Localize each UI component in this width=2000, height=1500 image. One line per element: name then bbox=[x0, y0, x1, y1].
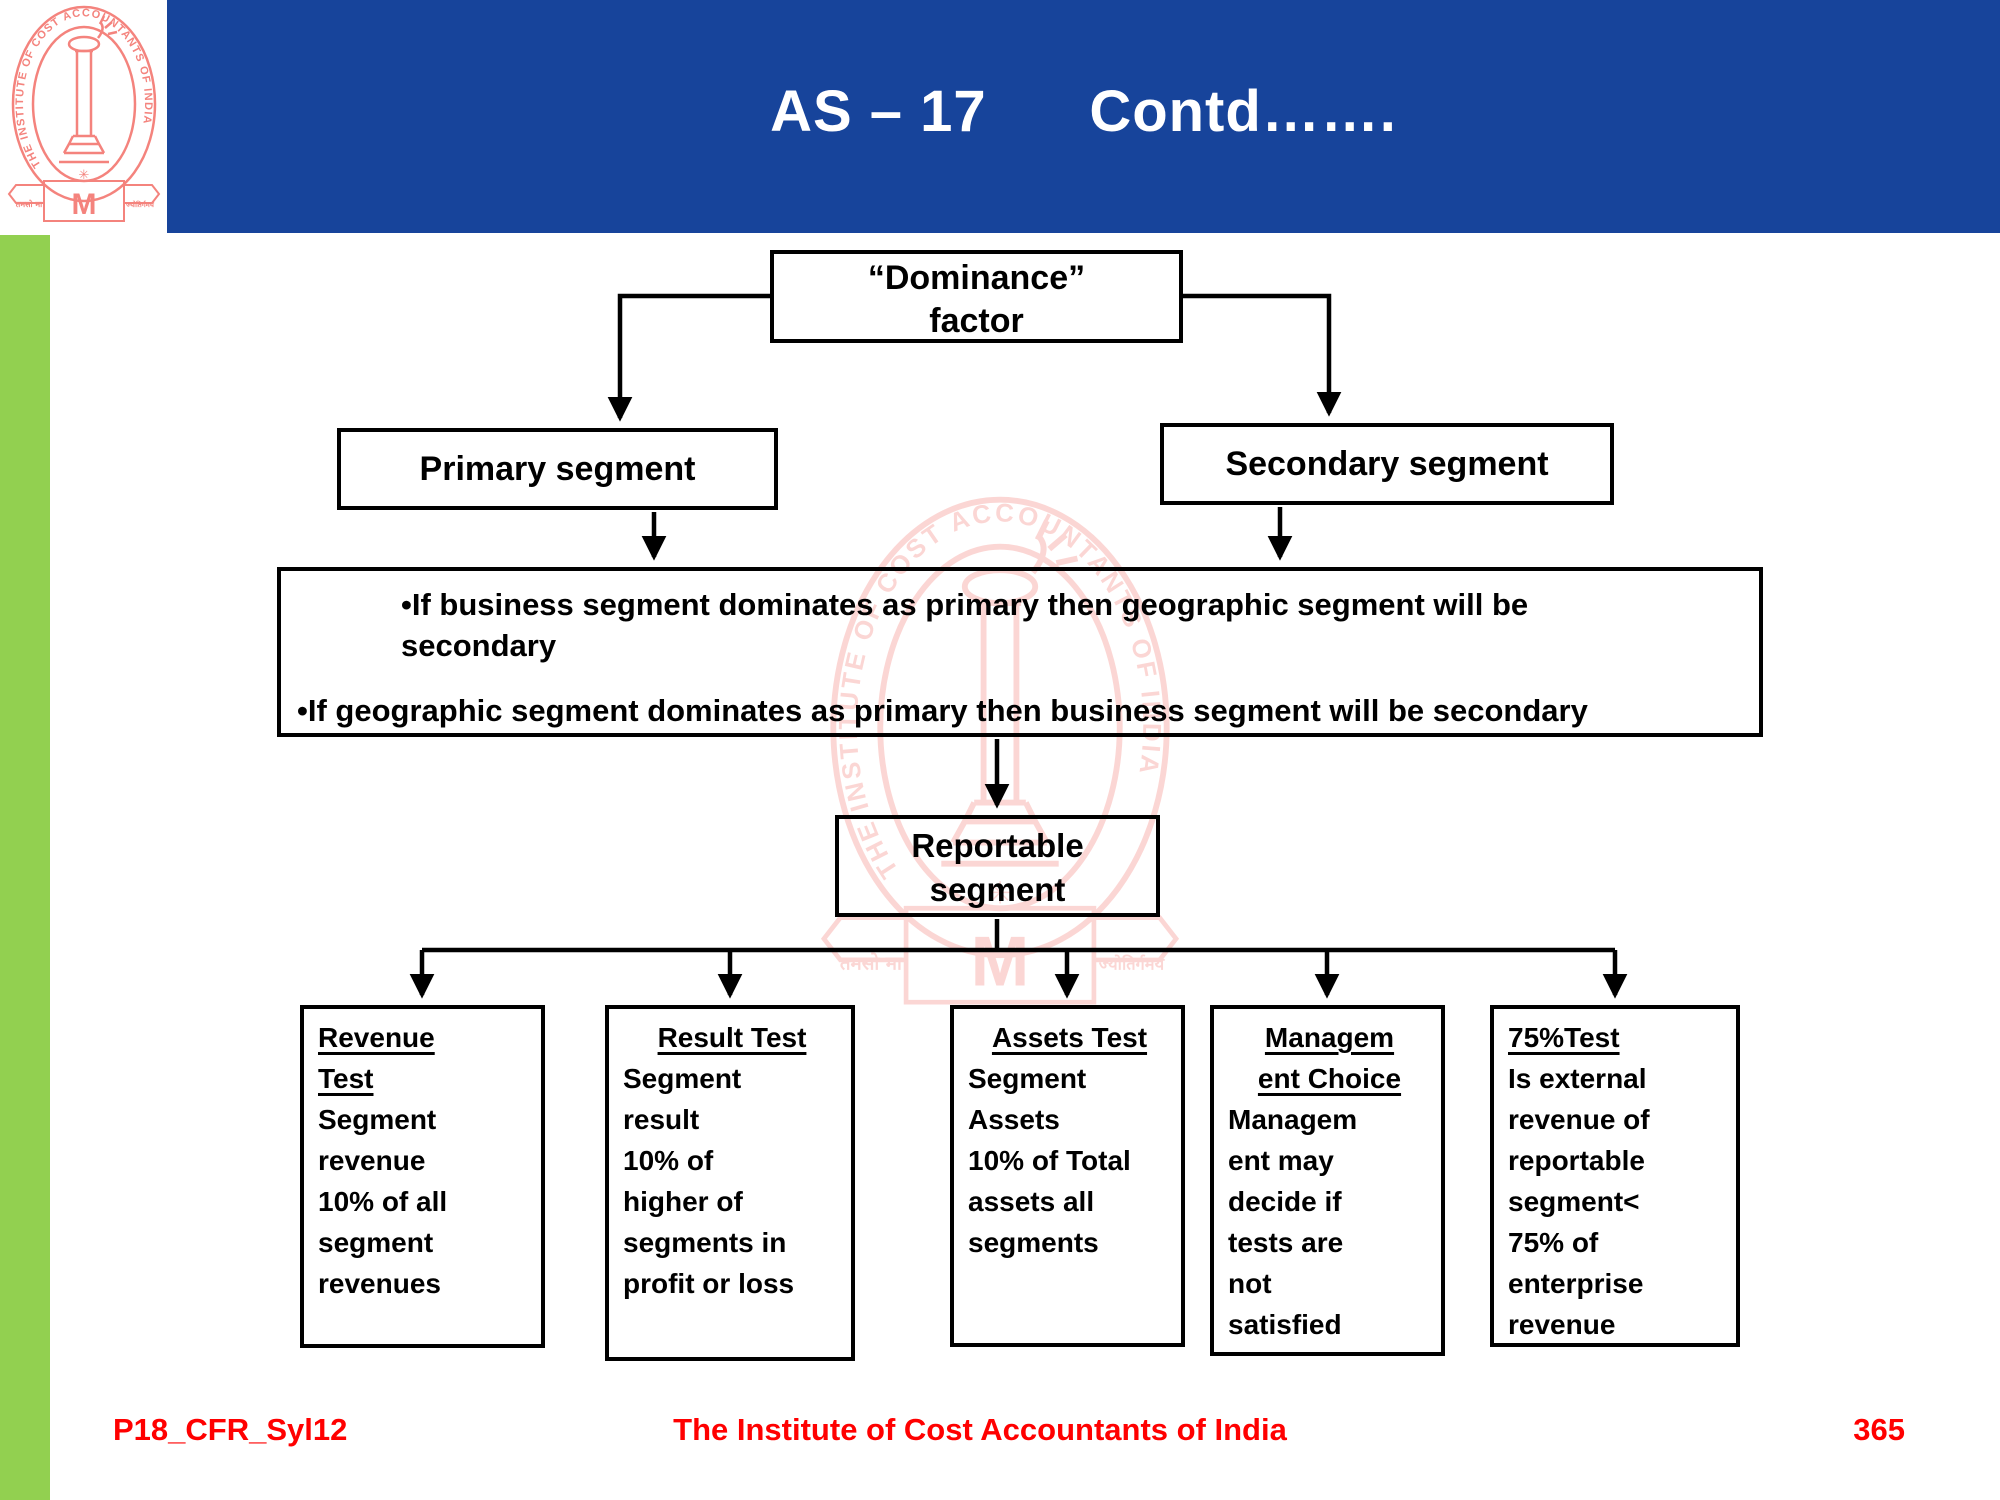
connector-dominance-to-primary bbox=[607, 293, 770, 422]
assets-test-title: Assets Test bbox=[991, 1022, 1148, 1053]
dominance-rules-box: •If business segment dominates as primar… bbox=[277, 567, 1763, 737]
management-choice-body: Managem ent may decide if tests are not … bbox=[1228, 1104, 1358, 1340]
secondary-segment-label: Secondary segment bbox=[1225, 444, 1549, 483]
watermark-monogram: M bbox=[971, 922, 1030, 1001]
page-title: AS – 17 Contd……. bbox=[770, 79, 1397, 144]
management-choice-title: Managem ent Choice bbox=[1257, 1022, 1402, 1094]
motto-scroll-icon bbox=[7, 180, 161, 222]
seventyfive-percent-test-box: 75%Test Is external revenue of reportabl… bbox=[1490, 1005, 1740, 1347]
lamp-pillar-icon bbox=[59, 15, 118, 164]
watermark-star-icon: ✳ bbox=[987, 877, 1013, 911]
result-test-body: Segment result 10% of higher of segments… bbox=[623, 1063, 795, 1299]
watermark-motto-scroll-icon bbox=[820, 905, 1180, 1005]
institute-logo: THE INSTITUTE OF COST ACCOUNTANTS OF IND… bbox=[7, 5, 161, 222]
star-icon: ✳ bbox=[79, 167, 90, 182]
management-choice-box: Managem ent Choice Managem ent may decid… bbox=[1210, 1005, 1445, 1356]
footer-page-number: 365 bbox=[1853, 1412, 1905, 1447]
rule-business-dominates: •If business segment dominates as primar… bbox=[401, 587, 1529, 663]
revenue-test-box: Revenue Test Segment revenue 10% of all … bbox=[300, 1005, 545, 1348]
seventyfive-percent-test-title: 75%Test bbox=[1508, 1022, 1620, 1053]
assets-test-box: Assets Test Segment Assets 10% of Total … bbox=[950, 1005, 1185, 1347]
watermark-motto-left: तमसो मा bbox=[839, 951, 903, 974]
logo-motto-right: ज्योतिर्गमय bbox=[125, 200, 155, 209]
watermark-logo: THE INSTITUTE OF COST ACCOUNTANTS OF IND… bbox=[820, 496, 1180, 1005]
result-test-box: Result Test Segment result 10% of higher… bbox=[605, 1005, 855, 1361]
watermark-motto-right: ज्योतिर्गमय bbox=[1098, 953, 1166, 973]
assets-test-body: Segment Assets 10% of Total assets all s… bbox=[968, 1063, 1131, 1258]
header-band bbox=[167, 0, 2000, 233]
seventyfive-percent-test-body: Is external revenue of reportable segmen… bbox=[1508, 1063, 1650, 1340]
logo-monogram: M bbox=[72, 188, 97, 221]
footer-institute-name: The Institute of Cost Accountants of Ind… bbox=[673, 1412, 1287, 1447]
rule-geographic-dominates: •If geographic segment dominates as prim… bbox=[297, 693, 1588, 728]
green-accent-bar bbox=[0, 235, 50, 1500]
primary-segment-label: Primary segment bbox=[419, 449, 696, 488]
dominance-factor-box: “Dominance” factor bbox=[770, 250, 1183, 343]
revenue-test-body: Segment revenue 10% of all segment reven… bbox=[318, 1104, 448, 1299]
secondary-segment-box: Secondary segment bbox=[1160, 423, 1614, 505]
connector-dominance-to-secondary bbox=[1183, 293, 1342, 417]
revenue-test-title: Revenue Test bbox=[318, 1022, 435, 1094]
result-test-title: Result Test bbox=[657, 1022, 807, 1053]
primary-segment-box: Primary segment bbox=[337, 428, 778, 510]
logo-motto-left: तमसो मा bbox=[15, 199, 43, 209]
reportable-segment-box: Reportable segment bbox=[835, 815, 1160, 917]
footer-course-code: P18_CFR_Syl12 bbox=[113, 1412, 348, 1447]
